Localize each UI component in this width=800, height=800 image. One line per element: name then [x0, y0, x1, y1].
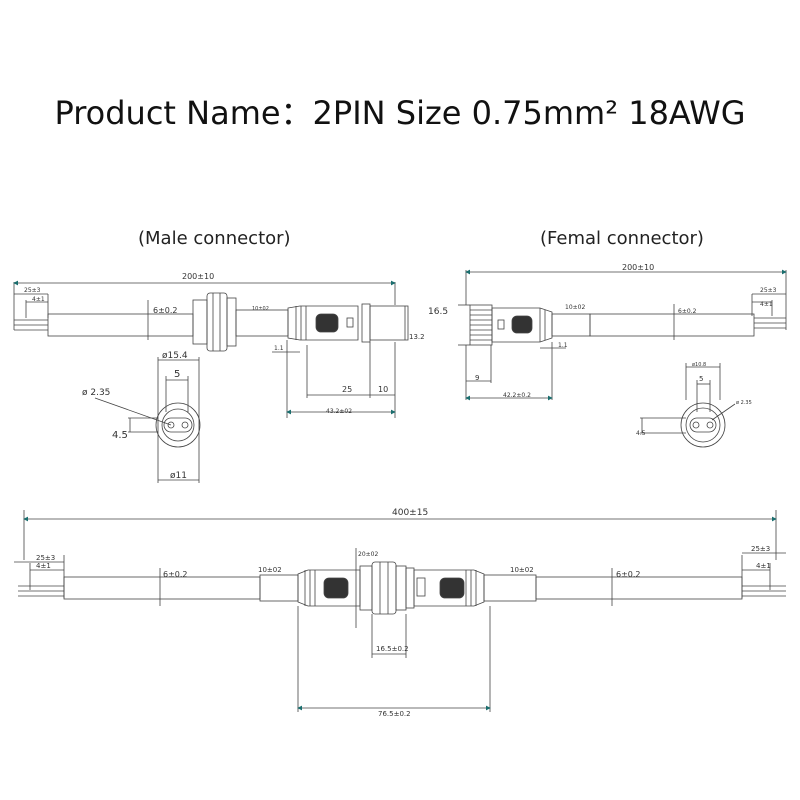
male-strip-inner-label: 4±1	[32, 296, 45, 303]
assembly-nut-right-label: 10±02	[510, 566, 534, 574]
assembly-length-label: 400±15	[392, 508, 428, 518]
assembly-strip-inner-left-label: 4±1	[36, 562, 51, 570]
assembly-view	[14, 510, 786, 712]
male-nut-label: 10±02	[252, 306, 269, 312]
female-side-view	[458, 269, 787, 401]
female-nut-label: 10±02	[565, 304, 585, 311]
female-total-label: 42.2±0.2	[503, 392, 531, 399]
assembly-mid-label: 16.5±0.2	[376, 645, 409, 653]
assembly-nut-top-label: 20±02	[358, 551, 378, 558]
male-face-w-label: 5	[174, 369, 180, 380]
female-length-label: 200±10	[622, 263, 654, 272]
female-face-h-label: 4.5	[636, 430, 646, 437]
male-face-view	[94, 357, 201, 483]
male-d1-label: 1.1	[274, 345, 284, 352]
assembly-dia-left-label: 6±0.2	[163, 570, 188, 579]
male-side-view	[13, 280, 409, 418]
male-connector-label: (Male connector)	[138, 228, 291, 249]
male-strip-label: 25±3	[24, 287, 41, 294]
male-face-h-label: 4.5	[112, 430, 128, 441]
female-d1-label: 1.1	[558, 342, 568, 349]
assembly-dia-right-label: 6±0.2	[616, 570, 641, 579]
female-height-label: 16.5	[428, 307, 448, 317]
female-face-view	[640, 363, 736, 448]
male-pin-dia-label: ø 2.35	[82, 388, 110, 398]
female-thread-label: 9	[475, 374, 479, 382]
male-length-label: 200±10	[182, 272, 214, 281]
product-title: Product Name：2PIN Size 0.75mm² 18AWG	[54, 94, 746, 132]
male-total-label: 43.2±02	[326, 408, 352, 415]
male-face-dia2-label: ø11	[170, 471, 187, 481]
assembly-strip-inner-right-label: 4±1	[756, 562, 771, 570]
male-a-label: 25	[342, 385, 352, 394]
male-cable-dia-label: 6±0.2	[153, 306, 178, 315]
assembly-total-label: 76.5±0.2	[378, 710, 411, 718]
assembly-strip-left-label: 25±3	[36, 554, 55, 562]
female-connector-label: (Femal connector)	[540, 228, 704, 249]
male-b-label: 10	[378, 385, 388, 394]
assembly-nut-left-label: 10±02	[258, 566, 282, 574]
female-strip-label: 25±3	[760, 287, 777, 294]
female-pin-dia-label: ø 2.35	[736, 400, 752, 406]
female-face-w-label: 5	[699, 375, 703, 383]
male-face-dia-label: ø15.4	[162, 351, 188, 361]
female-strip-inner-label: 4±1	[760, 301, 773, 308]
female-cable-dia-label: 6±0.2	[678, 308, 697, 315]
assembly-strip-right-label: 25±3	[751, 545, 770, 553]
female-face-dia-label: ø10.8	[692, 362, 706, 368]
male-height-label: 13.2	[409, 333, 425, 341]
